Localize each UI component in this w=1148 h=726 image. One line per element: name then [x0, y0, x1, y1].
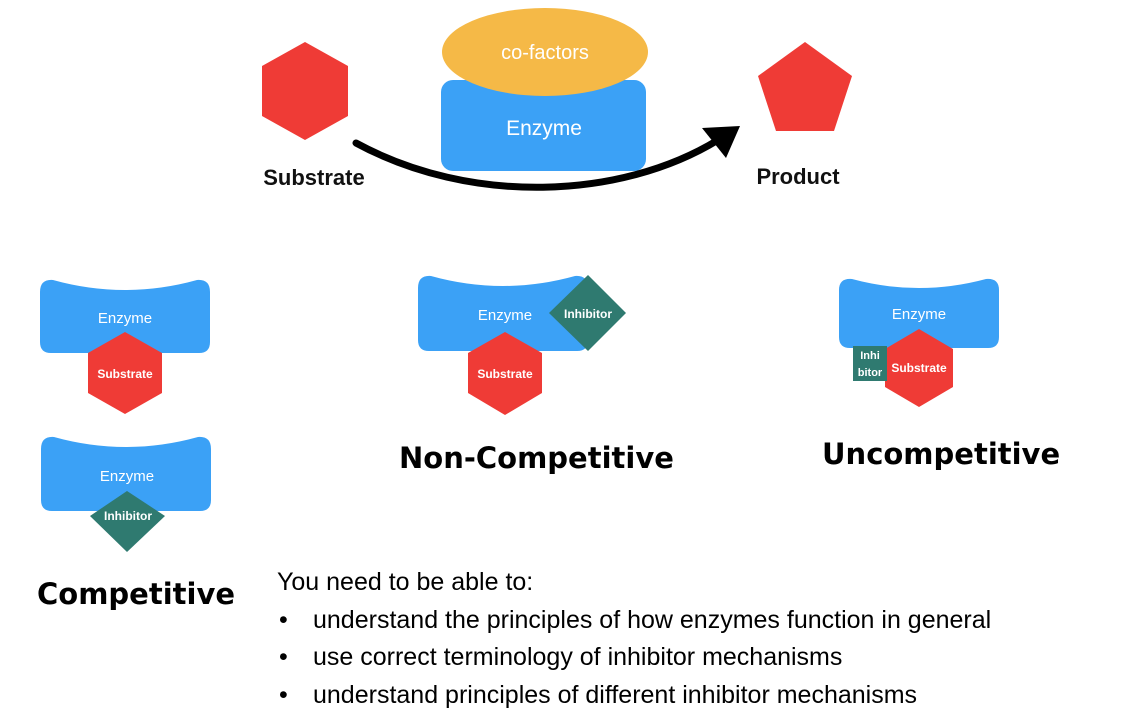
enzyme-label: Enzyme: [478, 307, 532, 324]
substrate-label: Substrate: [477, 367, 533, 381]
substrate-hexagon: [885, 329, 953, 407]
objective-text: understand principles of different inhib…: [313, 680, 918, 709]
objective-item: • understand principles of different inhi…: [277, 677, 991, 715]
substrate-label: Substrate: [891, 361, 947, 375]
substrate-hexagon: [88, 332, 162, 414]
uncompetitive-title: Uncompetitive: [822, 437, 1061, 471]
reaction-arrow: [352, 136, 722, 191]
inhibitor-diamond: [90, 491, 165, 552]
inhibitor-label: Inhibitor: [104, 509, 152, 523]
cofactor-label: co-factors: [501, 42, 589, 64]
competitive-title: Competitive: [37, 577, 236, 611]
objective-item: • use correct terminology of inhibitor me…: [277, 639, 991, 677]
competitive-inhibitor-complex: Enzyme Inhibitor: [41, 436, 211, 552]
objective-item: • understand the principles of how enzyme…: [277, 602, 991, 640]
substrate-hexagon: [262, 42, 348, 140]
enzyme-label: Enzyme: [100, 468, 154, 485]
product-pentagon: [758, 42, 852, 131]
bullet-icon: •: [279, 680, 288, 709]
substrate-label: Substrate: [263, 165, 364, 190]
inhibitor-diamond: [549, 275, 626, 351]
cofactor-ellipse: [442, 8, 648, 96]
inhibitor-block: [853, 346, 887, 381]
objectives-list: • understand the principles of how enzyme…: [277, 602, 991, 715]
objective-text: understand the principles of how enzymes…: [313, 605, 992, 634]
non-competitive-complex: Enzyme Inhibitor Substrate: [418, 275, 626, 415]
enzyme-label: Enzyme: [506, 117, 582, 140]
bullet-icon: •: [279, 605, 288, 634]
enzyme-shape: [839, 278, 999, 348]
enzyme-label: Enzyme: [892, 306, 946, 323]
enzyme-shape: [40, 279, 210, 353]
inhibitor-label: Inhibitor: [564, 307, 612, 321]
enzyme-shape: [418, 275, 588, 351]
arrowhead-icon: [702, 126, 740, 158]
enzyme-label: Enzyme: [98, 310, 152, 327]
enzyme-shape: [41, 436, 211, 511]
bullet-icon: •: [279, 643, 288, 671]
inhibitor-label-line1: Inhi: [860, 350, 880, 362]
enzyme-block: [441, 80, 646, 171]
substrate-hexagon: [468, 332, 542, 415]
objectives-heading: You need to be able to:: [277, 568, 534, 596]
competitive-substrate-complex: Enzyme Substrate: [40, 279, 210, 414]
non-competitive-title: Non-Competitive: [399, 441, 674, 475]
learning-objectives: You need to be able to: • understand the …: [277, 564, 991, 714]
inhibitor-label-line2: bitor: [858, 367, 883, 379]
uncompetitive-complex: Enzyme Substrate Inhi bitor: [839, 278, 999, 407]
objective-text: use correct terminology of inhibitor mec…: [313, 643, 843, 671]
product-label: Product: [756, 164, 840, 189]
substrate-label: Substrate: [97, 367, 153, 381]
